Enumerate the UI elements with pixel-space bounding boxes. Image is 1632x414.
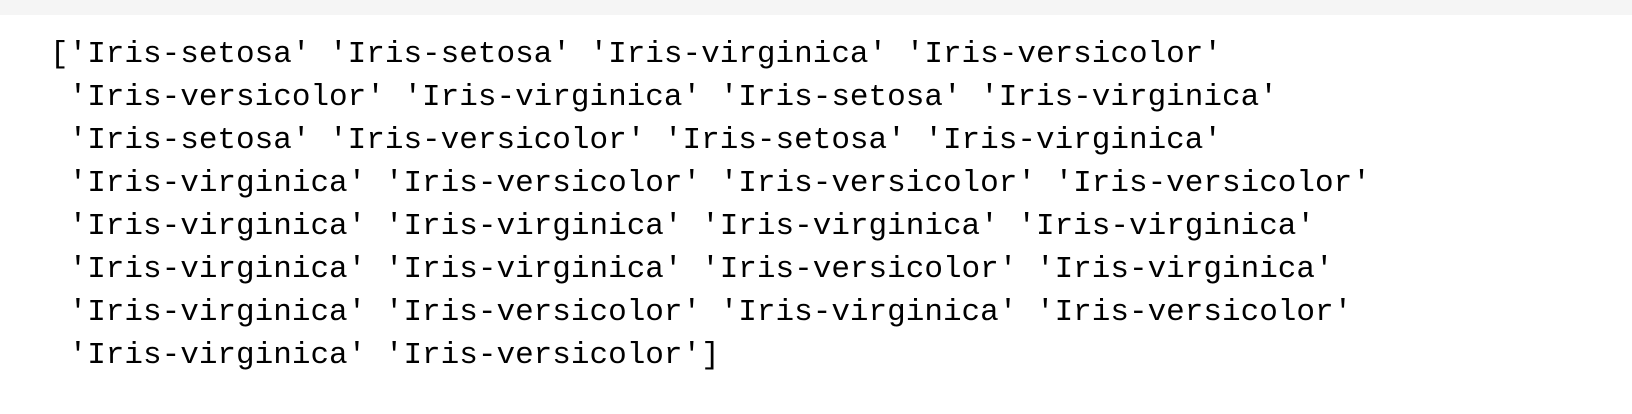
output-line-7: 'Iris-virginica' 'Iris-versicolor' 'Iris…	[50, 295, 1353, 330]
output-line-8: 'Iris-virginica' 'Iris-versicolor']	[50, 338, 720, 373]
output-line-6: 'Iris-virginica' 'Iris-virginica' 'Iris-…	[50, 252, 1334, 287]
output-line-4: 'Iris-virginica' 'Iris-versicolor' 'Iris…	[50, 166, 1371, 201]
cell-output-area: ['Iris-setosa' 'Iris-setosa' 'Iris-virgi…	[50, 33, 1610, 377]
output-line-1: ['Iris-setosa' 'Iris-setosa' 'Iris-virgi…	[50, 37, 1222, 72]
cell-separator-band	[0, 0, 1632, 15]
output-line-5: 'Iris-virginica' 'Iris-virginica' 'Iris-…	[50, 209, 1316, 244]
output-line-2: 'Iris-versicolor' 'Iris-virginica' 'Iris…	[50, 80, 1278, 115]
output-line-3: 'Iris-setosa' 'Iris-versicolor' 'Iris-se…	[50, 123, 1222, 158]
